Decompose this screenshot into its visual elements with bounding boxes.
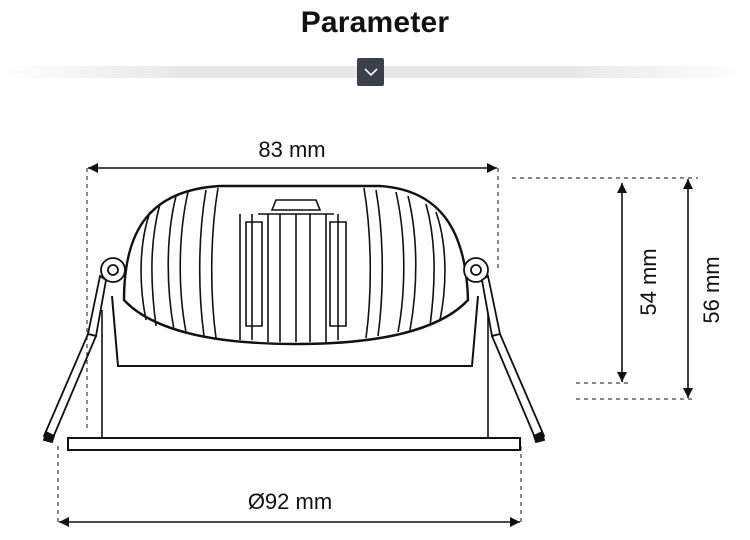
yoke-bracket [111,295,479,367]
top-width-label: 83 mm [258,137,325,162]
expand-toggle-button[interactable] [357,58,384,86]
lamp-body [67,184,521,451]
left-spring-clip [42,257,126,444]
trim-flange [67,437,521,451]
bottom-diameter-label: Ø92 mm [248,489,332,514]
outer-height-label: 56 mm [699,256,724,323]
heatsink-fins [140,187,446,342]
inner-height-label: 54 mm [636,248,661,315]
heatsink-cap [270,199,322,211]
right-spring-clip [463,257,546,444]
chevron-down-icon [363,67,378,76]
lower-housing [101,310,489,438]
dimension-lines [57,163,698,527]
page-title: Parameter [300,6,450,39]
section-header: Parameter [0,0,750,90]
